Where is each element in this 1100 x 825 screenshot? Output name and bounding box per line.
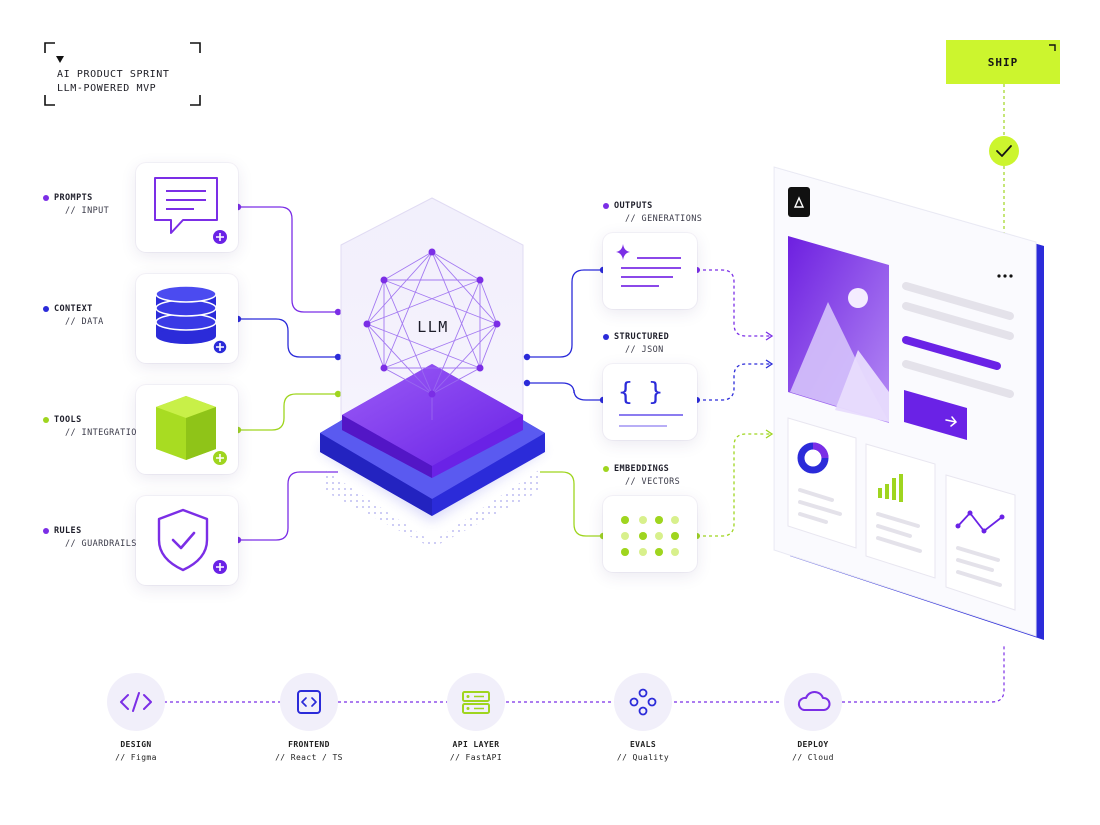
output-card-json[interactable]: { }: [603, 364, 697, 440]
pipeline-title-api: API LAYER: [452, 740, 500, 749]
sprint-title-line1: AI PRODUCT SPRINT: [57, 69, 170, 80]
sprint-title-line2: LLM-POWERED MVP: [57, 83, 157, 94]
pipeline-subtitle-evals: // Quality: [616, 753, 670, 762]
pipeline-subtitle-design: // Figma: [115, 753, 157, 762]
pipeline-step-evals[interactable]: [614, 673, 672, 731]
input-title-prompts: PROMPTS: [54, 193, 93, 203]
input-label-rules: RULES // GUARDRAILS: [43, 525, 137, 551]
code-window-icon: [297, 690, 321, 714]
pipeline-subtitle-api: // FastAPI: [449, 753, 503, 762]
more-options-icon[interactable]: [997, 274, 1013, 278]
output-card-generations[interactable]: [603, 233, 697, 309]
sprint-title: AI PRODUCT SPRINT LLM-POWERED MVP: [44, 42, 201, 106]
embeddings-dot: [603, 466, 609, 472]
pipeline-label-frontend: FRONTEND // React / TS: [249, 738, 369, 764]
input-title-rules: RULES: [54, 526, 82, 536]
bar-chart-icon: [878, 474, 903, 502]
structured-dot: [603, 334, 609, 340]
output-subtitle-structured: // JSON: [625, 345, 664, 355]
shield-check-icon: [157, 508, 227, 574]
server-icon: [462, 691, 490, 714]
donut-chart-icon: [797, 442, 829, 474]
database-icon: [155, 285, 228, 355]
pipeline-step-design[interactable]: [107, 673, 165, 731]
input-card-rules[interactable]: [136, 496, 238, 585]
input-card-tools[interactable]: [136, 385, 238, 474]
chat-bubble-icon: [154, 177, 227, 244]
widget-text-lines: [798, 488, 1002, 587]
pipeline-step-api[interactable]: [447, 673, 505, 731]
rules-dot: [43, 528, 49, 534]
pipeline-title-deploy: DEPLOY: [797, 740, 829, 749]
pipeline-subtitle-deploy: // Cloud: [792, 753, 834, 762]
dashboard-connectors: [694, 267, 774, 539]
check-badge: [989, 136, 1019, 166]
braces-glyph: { }: [618, 377, 663, 406]
input-card-prompts[interactable]: [136, 163, 238, 252]
input-subtitle-prompts: // INPUT: [65, 206, 110, 216]
input-connectors: [234, 203, 342, 544]
outputs-dot: [603, 203, 609, 209]
llm-label: LLM: [417, 318, 449, 336]
context-dot: [43, 306, 49, 312]
pipeline-label-api: API LAYER // FastAPI: [416, 738, 536, 764]
prompts-dot: [43, 195, 49, 201]
output-label-embeddings: EMBEDDINGS // VECTORS: [603, 463, 681, 489]
output-title-structured: STRUCTURED: [614, 332, 670, 342]
output-label-structured: STRUCTURED // JSON: [603, 331, 670, 357]
nodes-icon: [629, 688, 657, 716]
dot-grid-icon: [621, 516, 679, 556]
input-label-context: CONTEXT // DATA: [43, 303, 104, 329]
hero-image-icon: [788, 236, 889, 423]
input-subtitle-rules: // GUARDRAILS: [65, 539, 137, 549]
ship-button[interactable]: SHIP: [946, 40, 1060, 84]
ship-corner-bracket: [1049, 44, 1056, 51]
input-label-prompts: PROMPTS // INPUT: [43, 192, 110, 218]
output-card-vectors[interactable]: [603, 496, 697, 572]
code-tag-icon: [120, 692, 152, 712]
output-label-outputs: OUTPUTS // GENERATIONS: [603, 200, 703, 226]
pipeline-title-design: DESIGN: [120, 740, 152, 749]
pipeline-subtitle-frontend: // React / TS: [275, 753, 343, 762]
pipeline-label-evals: EVALS // Quality: [583, 738, 703, 764]
llm-network-nodes: [363, 248, 501, 398]
pipeline-label-design: DESIGN // Figma: [76, 738, 196, 764]
tools-dot: [43, 417, 49, 423]
pipeline-title-evals: EVALS: [629, 740, 657, 749]
braces-icon: { }: [618, 377, 683, 427]
input-label-tools: TOOLS // INTEGRATIONS: [43, 414, 148, 440]
title-corner-brackets: [44, 42, 201, 106]
llm-network-graphic: [366, 251, 498, 420]
input-subtitle-tools: // INTEGRATIONS: [65, 428, 148, 438]
input-title-context: CONTEXT: [54, 304, 93, 314]
output-subtitle-embeddings: // VECTORS: [625, 477, 681, 487]
hero-text-lines: [902, 282, 1014, 398]
app-logo-icon: [788, 187, 810, 217]
output-title-embeddings: EMBEDDINGS: [614, 464, 670, 474]
sparkle-text-icon: [616, 244, 681, 287]
input-subtitle-context: // DATA: [65, 317, 104, 327]
pipeline-step-frontend[interactable]: [280, 673, 338, 731]
cube-icon: [156, 396, 227, 465]
input-card-context[interactable]: [136, 274, 238, 363]
output-title-outputs: OUTPUTS: [614, 201, 653, 211]
line-chart-icon: [955, 510, 1005, 534]
pipeline-label-deploy: DEPLOY // Cloud: [753, 738, 873, 764]
pipeline-title-frontend: FRONTEND: [288, 740, 330, 749]
pipeline-step-deploy[interactable]: [784, 673, 842, 731]
cloud-icon: [797, 691, 831, 711]
output-connectors: [523, 266, 607, 540]
submit-arrow-button[interactable]: [904, 390, 967, 440]
output-subtitle-outputs: // GENERATIONS: [625, 214, 703, 224]
llm-platform: [318, 364, 546, 548]
input-title-tools: TOOLS: [54, 415, 82, 425]
ship-button-label: SHIP: [987, 55, 1019, 69]
